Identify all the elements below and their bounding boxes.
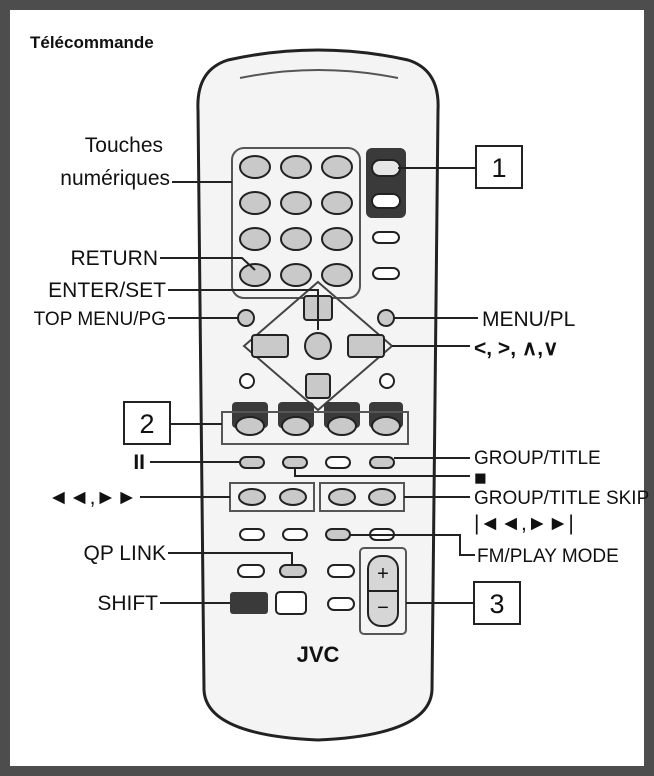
mode-row bbox=[239, 528, 395, 541]
nav-down[interactable] bbox=[305, 373, 331, 399]
leader-enter bbox=[168, 289, 319, 330]
mode-button-1[interactable] bbox=[239, 528, 265, 541]
qp-row bbox=[237, 564, 355, 578]
label-skip: |◄◄,►►| bbox=[474, 512, 574, 535]
numeric-keypad-group bbox=[231, 147, 361, 299]
box-3 bbox=[473, 581, 521, 625]
stop-button[interactable] bbox=[282, 456, 308, 469]
volume-minus[interactable]: − bbox=[377, 597, 389, 619]
left-button-row-a[interactable] bbox=[237, 564, 265, 578]
pause-button[interactable] bbox=[239, 456, 265, 469]
numeric-keys bbox=[239, 155, 353, 287]
num-key-7[interactable] bbox=[239, 227, 271, 251]
label-return: RETURN bbox=[71, 247, 159, 270]
brand-logo: JVC bbox=[297, 642, 340, 667]
box-3-number: 3 bbox=[489, 589, 504, 619]
callout-lines bbox=[140, 167, 478, 604]
func-key-4[interactable] bbox=[371, 416, 401, 436]
top-menu-button[interactable] bbox=[237, 309, 255, 327]
box-1-number: 1 bbox=[491, 153, 506, 183]
func-key-3[interactable] bbox=[327, 416, 357, 436]
qp-link-button[interactable] bbox=[279, 564, 307, 578]
leader-fm bbox=[350, 534, 475, 556]
label-group-title: GROUP/TITLE bbox=[474, 448, 601, 469]
num-key-2[interactable] bbox=[280, 155, 312, 179]
blank-button[interactable] bbox=[325, 456, 351, 469]
label-stop: ■ bbox=[474, 467, 487, 490]
fm-play-mode-button[interactable] bbox=[325, 528, 351, 541]
skip-back-button[interactable] bbox=[328, 488, 356, 506]
leader-qp bbox=[168, 552, 293, 565]
box2-highlight bbox=[221, 411, 409, 445]
remote-top-strip bbox=[239, 69, 399, 79]
label-rew-ff: ◄◄,►► bbox=[48, 486, 137, 509]
box-1 bbox=[475, 145, 523, 189]
nav-right[interactable] bbox=[347, 334, 385, 358]
shift-row-button-2[interactable] bbox=[275, 591, 307, 615]
num-key-0[interactable] bbox=[280, 263, 312, 287]
label-arrows: <, >, ∧,∨ bbox=[474, 337, 558, 360]
num-key-4[interactable] bbox=[239, 191, 271, 215]
shift-button[interactable] bbox=[230, 592, 268, 614]
num-key-3[interactable] bbox=[321, 155, 353, 179]
label-pause: II bbox=[133, 451, 145, 474]
label-touches: Touches bbox=[85, 134, 163, 157]
fast-forward-button[interactable] bbox=[279, 488, 307, 506]
label-numeriques: numériques bbox=[60, 167, 170, 190]
label-shift: SHIFT bbox=[97, 592, 158, 615]
box-2-number: 2 bbox=[139, 409, 154, 439]
box-2 bbox=[123, 401, 171, 445]
leader-stop bbox=[294, 468, 470, 477]
num-key-5[interactable] bbox=[280, 191, 312, 215]
nav-left[interactable] bbox=[251, 334, 289, 358]
power-button-b[interactable] bbox=[371, 193, 401, 209]
label-top-menu: TOP MENU/PG bbox=[34, 309, 166, 330]
seek-keys bbox=[238, 488, 396, 506]
rewind-button[interactable] bbox=[238, 488, 266, 506]
num-key-1[interactable] bbox=[239, 155, 271, 179]
power-button-a[interactable] bbox=[371, 159, 401, 177]
small-circle-left[interactable] bbox=[239, 373, 255, 389]
func-key-2[interactable] bbox=[281, 416, 311, 436]
side-button-2[interactable] bbox=[372, 267, 400, 280]
right-button-row-a[interactable] bbox=[327, 564, 355, 578]
nav-diamond bbox=[242, 280, 394, 412]
enter-set-button[interactable] bbox=[304, 332, 332, 360]
mode-button-2[interactable] bbox=[282, 528, 308, 541]
box2-keys bbox=[235, 416, 401, 436]
diagram-title: Télécommande bbox=[30, 33, 154, 52]
label-group-title-skip: GROUP/TITLE SKIP bbox=[474, 488, 649, 509]
num-key-10[interactable] bbox=[321, 263, 353, 287]
label-enter-set: ENTER/SET bbox=[48, 279, 166, 302]
group-title-button[interactable] bbox=[369, 456, 395, 469]
skip-forward-button[interactable] bbox=[368, 488, 396, 506]
num-key-6[interactable] bbox=[321, 191, 353, 215]
side-button-1[interactable] bbox=[372, 231, 400, 244]
label-menu-pl: MENU/PL bbox=[482, 308, 575, 331]
menu-pl-button[interactable] bbox=[377, 309, 395, 327]
label-fm-play-mode: FM/PLAY MODE bbox=[477, 546, 619, 567]
small-circle-right[interactable] bbox=[379, 373, 395, 389]
volume-group bbox=[359, 547, 407, 635]
num-key-9[interactable] bbox=[321, 227, 353, 251]
num-key-8[interactable] bbox=[280, 227, 312, 251]
leader-return bbox=[160, 257, 256, 271]
shift-row-button-3[interactable] bbox=[327, 597, 355, 611]
func-key-1[interactable] bbox=[235, 416, 265, 436]
label-qp-link: QP LINK bbox=[84, 542, 166, 565]
return-key[interactable] bbox=[239, 263, 271, 287]
volume-plus[interactable]: + bbox=[377, 563, 389, 585]
